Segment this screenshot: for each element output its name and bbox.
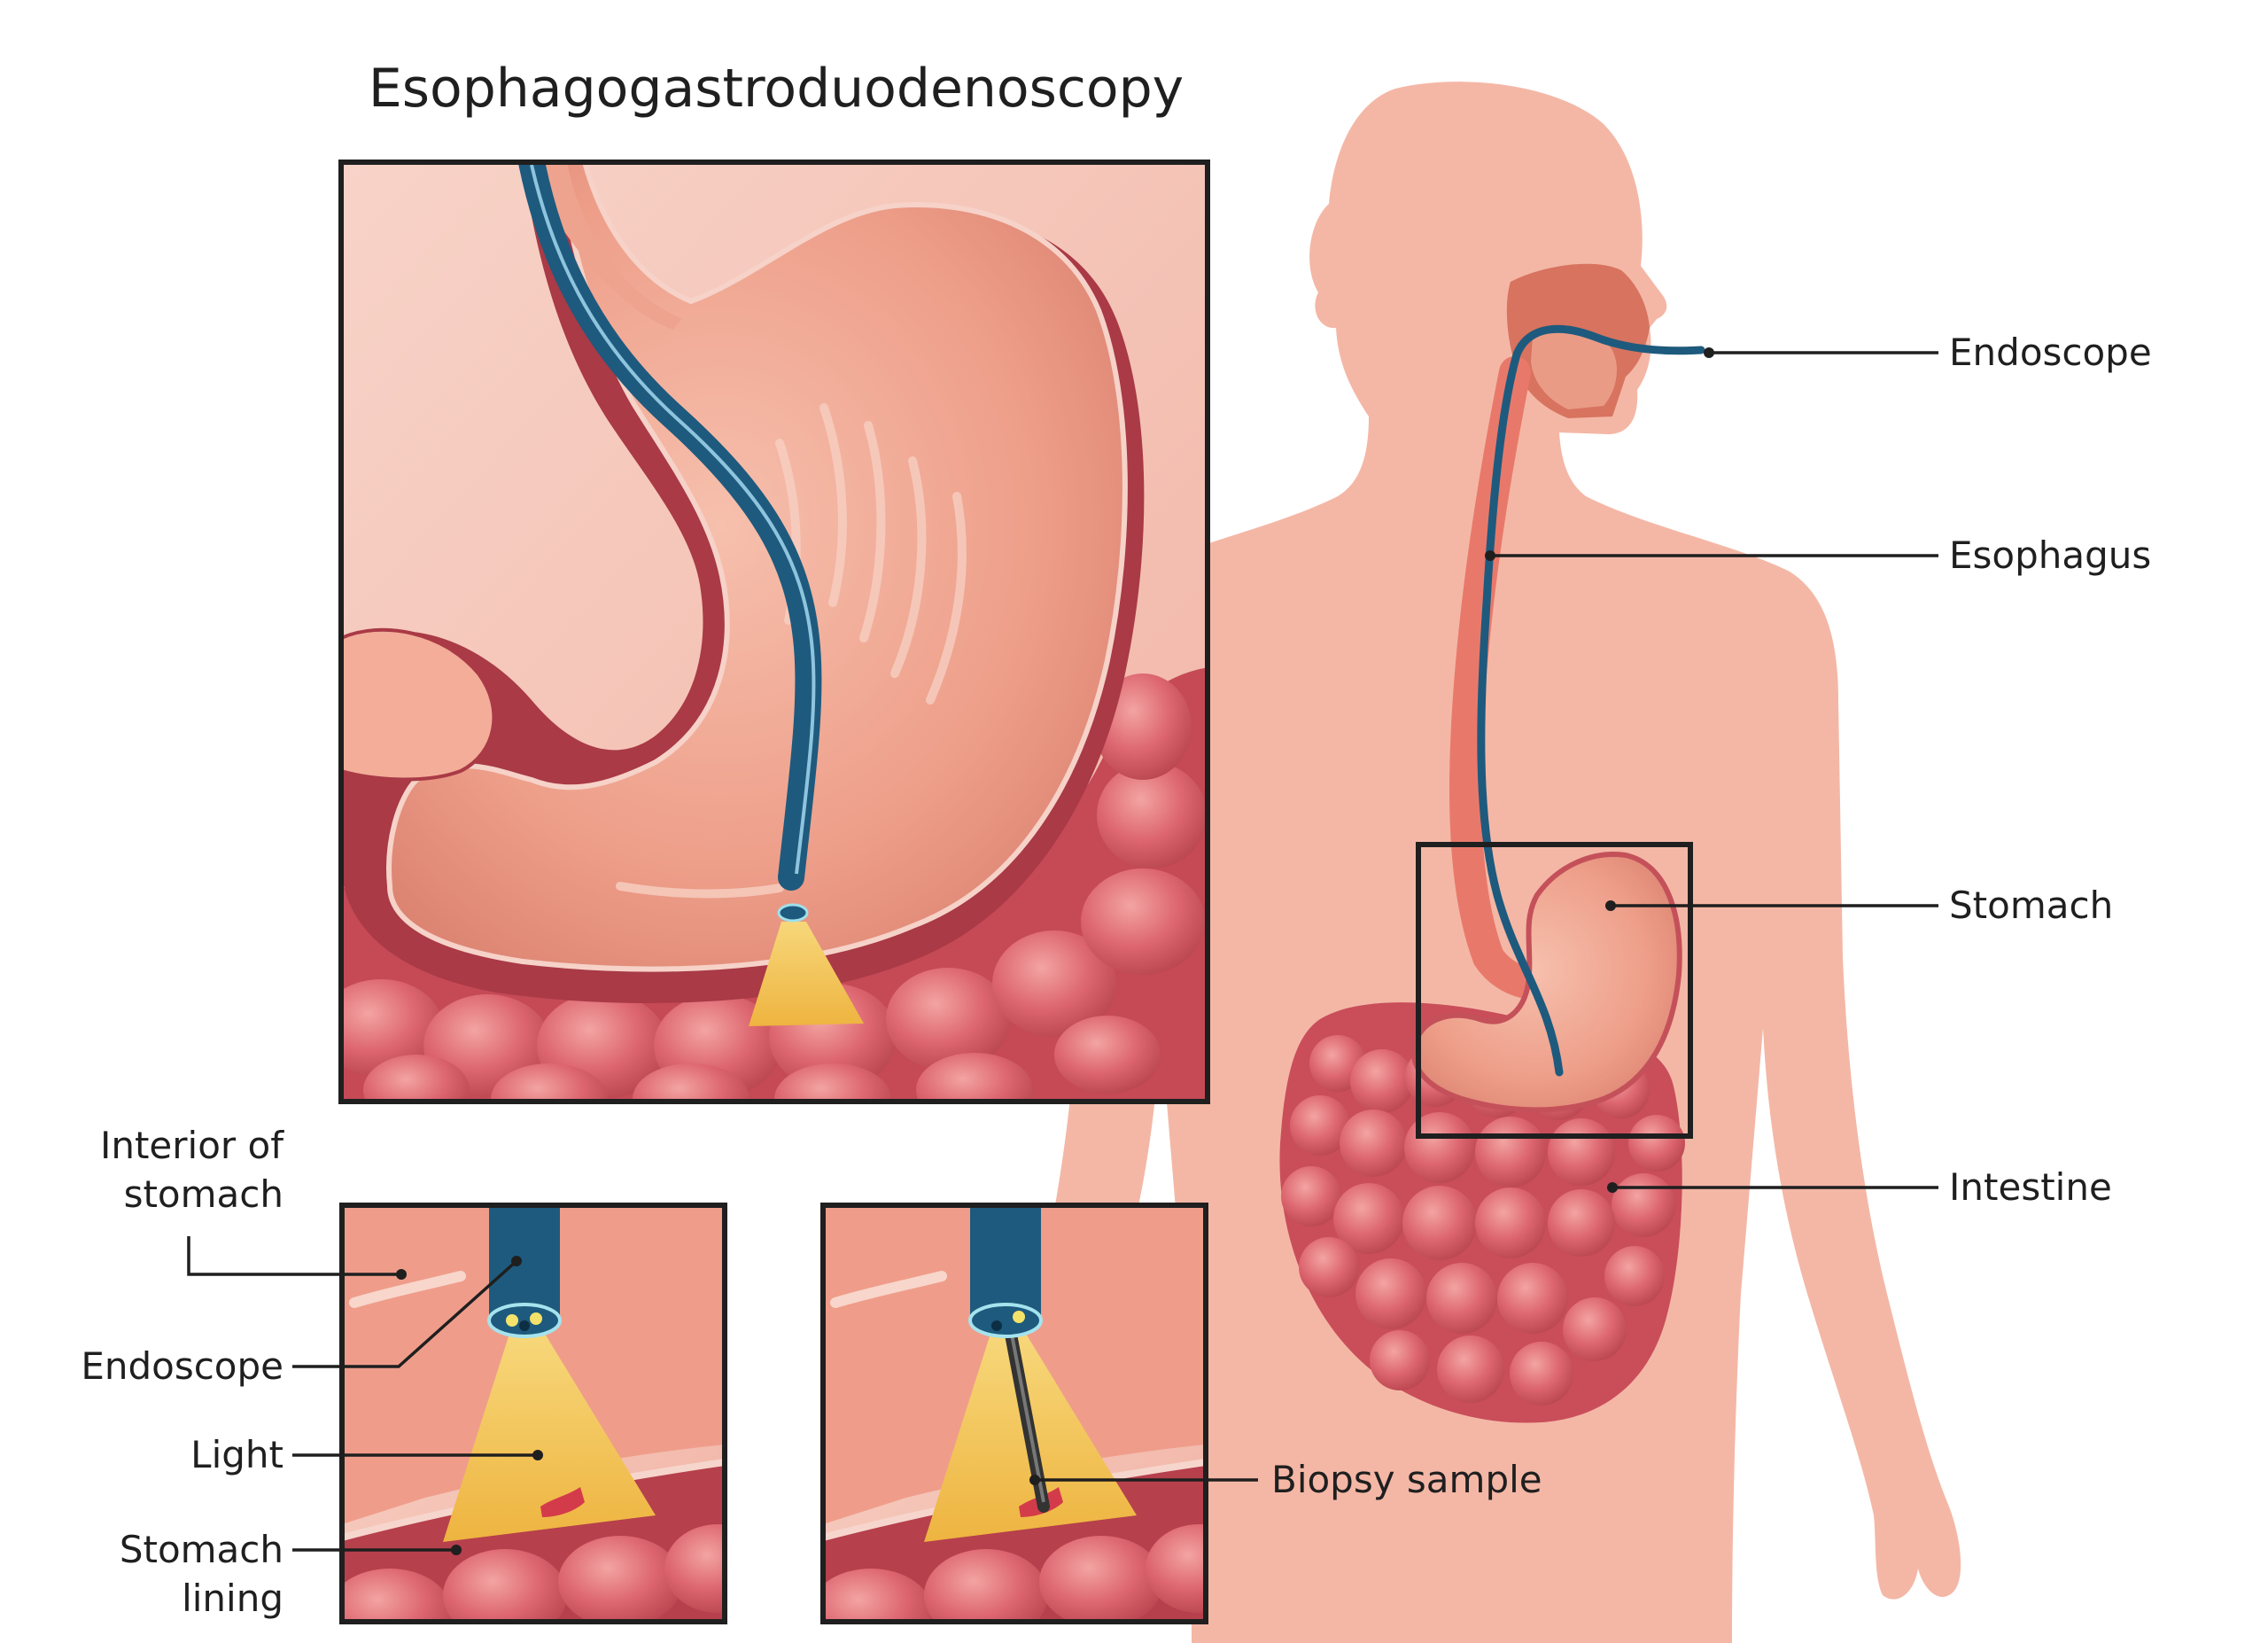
detail-panel-light (339, 1203, 727, 1624)
leader-lines (187, 347, 1938, 1555)
label-light: Light (190, 1433, 284, 1476)
zoom-box (1416, 842, 1693, 1139)
label-stomach-lining-2: lining (182, 1577, 284, 1620)
label-biopsy-sample: Biopsy sample (1271, 1458, 1542, 1501)
detail-panel-biopsy (820, 1203, 1208, 1624)
label-interior-of: Interior of (100, 1124, 284, 1167)
main-light-cone (749, 922, 864, 1026)
throat-tissue (1531, 331, 1617, 409)
label-esophagus: Esophagus (1949, 533, 2151, 577)
main-panel (338, 160, 1210, 1104)
stomach (1410, 852, 1682, 1113)
label-intestine: Intestine (1949, 1165, 2112, 1209)
diagram-title: Esophagogastroduodenoscopy (369, 58, 1184, 120)
label-interior-stomach: stomach (124, 1172, 284, 1216)
body-organs (1279, 263, 1705, 1423)
label-stomach-lining-1: Stomach (120, 1528, 284, 1571)
label-endoscope-detail: Endoscope (81, 1344, 284, 1388)
body-endoscope-tube (1477, 324, 1705, 1077)
label-endoscope-body: Endoscope (1949, 331, 2152, 374)
body-labels: Endoscope Esophagus Stomach Intestine (1949, 331, 2152, 1209)
detail-labels: Interior of stomach Endoscope Light Stom… (81, 1124, 1542, 1620)
label-stomach: Stomach (1949, 884, 2113, 927)
